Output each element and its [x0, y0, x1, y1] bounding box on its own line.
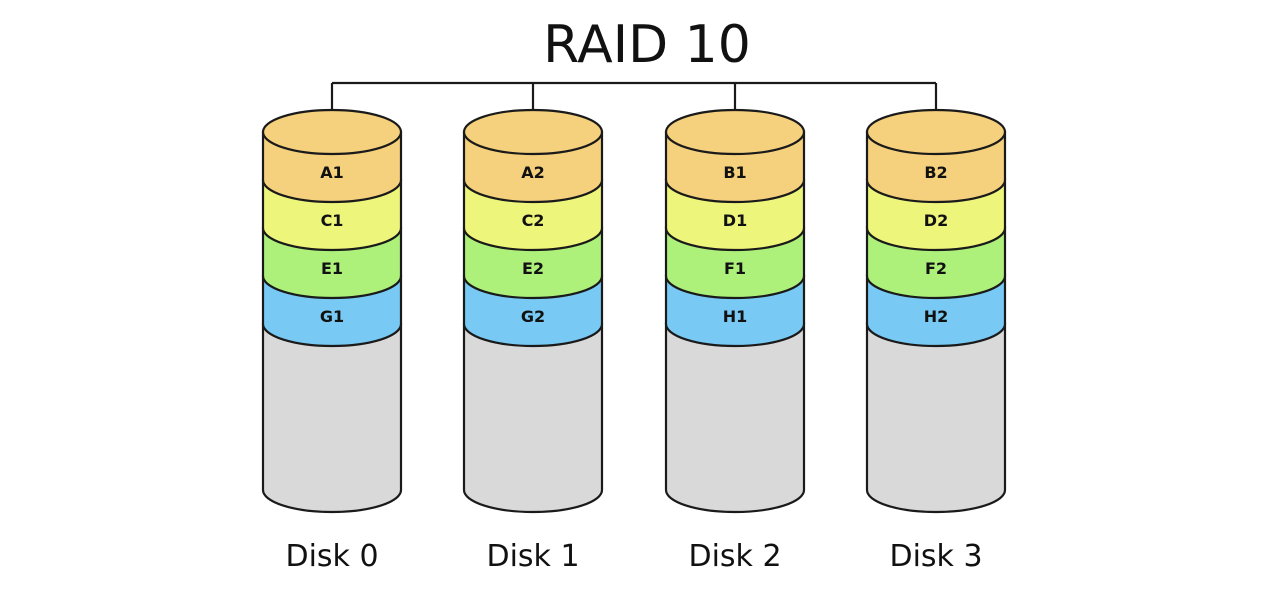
stripe-label: D1: [723, 211, 747, 230]
disk-top-cap: [261, 108, 403, 156]
stripe-label: C1: [321, 211, 344, 230]
stripe-label: A1: [320, 163, 344, 182]
stripe-label: G1: [320, 307, 344, 326]
stripe-label: G2: [521, 307, 545, 326]
diagram-title: RAID 10: [543, 15, 751, 75]
disk-empty-space: [462, 322, 604, 514]
stripe-label: H2: [924, 307, 949, 326]
disk-empty-space: [865, 322, 1007, 514]
disk-label: Disk 0: [285, 539, 378, 574]
disk-empty-space: [664, 322, 806, 514]
disk-empty-space: [261, 322, 403, 514]
stripe-label: B2: [924, 163, 947, 182]
disk-label: Disk 1: [486, 539, 579, 574]
disk-top-cap: [664, 108, 806, 156]
disk-label: Disk 3: [889, 539, 982, 574]
stripe-label: F2: [925, 259, 947, 278]
disk-top-cap: [462, 108, 604, 156]
stripe-label: B1: [723, 163, 746, 182]
stripe-label: A2: [521, 163, 545, 182]
stripe-label: C2: [522, 211, 545, 230]
stripe-label: E1: [321, 259, 343, 278]
stripe-label: H1: [723, 307, 748, 326]
stripe-label: F1: [724, 259, 746, 278]
stripe-label: D2: [924, 211, 948, 230]
disk-label: Disk 2: [688, 539, 781, 574]
raid-connector-lines: [330, 81, 938, 132]
disk-top-cap: [865, 108, 1007, 156]
stripe-label: E2: [522, 259, 544, 278]
